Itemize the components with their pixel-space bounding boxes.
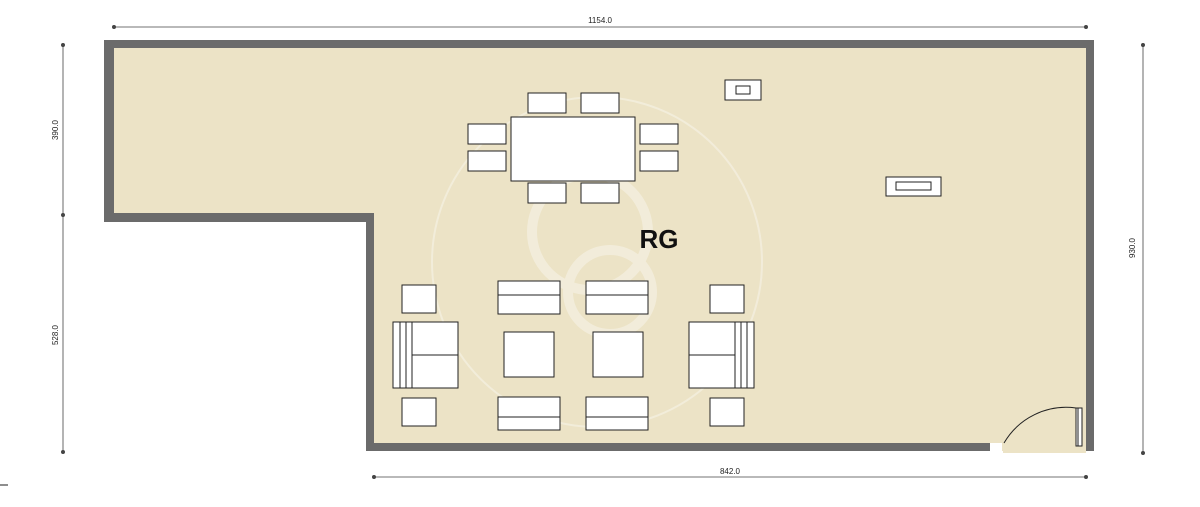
room-floor bbox=[114, 48, 1086, 451]
lounge-set bbox=[392, 280, 755, 431]
dimension-left-lower: 528.0 bbox=[51, 324, 60, 345]
dining-table bbox=[510, 116, 636, 182]
dining-chair bbox=[467, 150, 507, 172]
sofa bbox=[497, 396, 561, 431]
sofa bbox=[497, 280, 561, 315]
dining-chair bbox=[467, 123, 507, 145]
side-table bbox=[401, 284, 437, 314]
dimension-lines bbox=[0, 24, 1146, 486]
dining-chair bbox=[639, 123, 679, 145]
dining-chair bbox=[580, 182, 620, 204]
dining-chair bbox=[527, 92, 567, 114]
dining-set bbox=[467, 92, 679, 204]
sofa bbox=[585, 396, 649, 431]
door-gap bbox=[1003, 443, 1086, 453]
entry-door bbox=[1003, 406, 1083, 447]
sofa bbox=[585, 280, 649, 315]
dimension-right: 930.0 bbox=[1128, 237, 1137, 258]
dimension-top: 1154.0 bbox=[588, 16, 612, 25]
side-table bbox=[401, 397, 437, 427]
side-table bbox=[709, 397, 745, 427]
armchair-left bbox=[392, 321, 459, 389]
room bbox=[104, 40, 1094, 453]
room-label: RG bbox=[640, 224, 679, 254]
appliance-small bbox=[724, 79, 762, 101]
appliance-wide bbox=[885, 176, 942, 197]
dimension-bottom: 842.0 bbox=[720, 467, 741, 476]
coffee-table bbox=[592, 331, 644, 378]
armchair-right bbox=[688, 321, 755, 389]
coffee-table bbox=[503, 331, 555, 378]
dining-chair bbox=[527, 182, 567, 204]
side-table bbox=[709, 284, 745, 314]
dining-chair bbox=[580, 92, 620, 114]
dining-chair bbox=[639, 150, 679, 172]
dimension-left-upper: 390.0 bbox=[51, 119, 60, 140]
